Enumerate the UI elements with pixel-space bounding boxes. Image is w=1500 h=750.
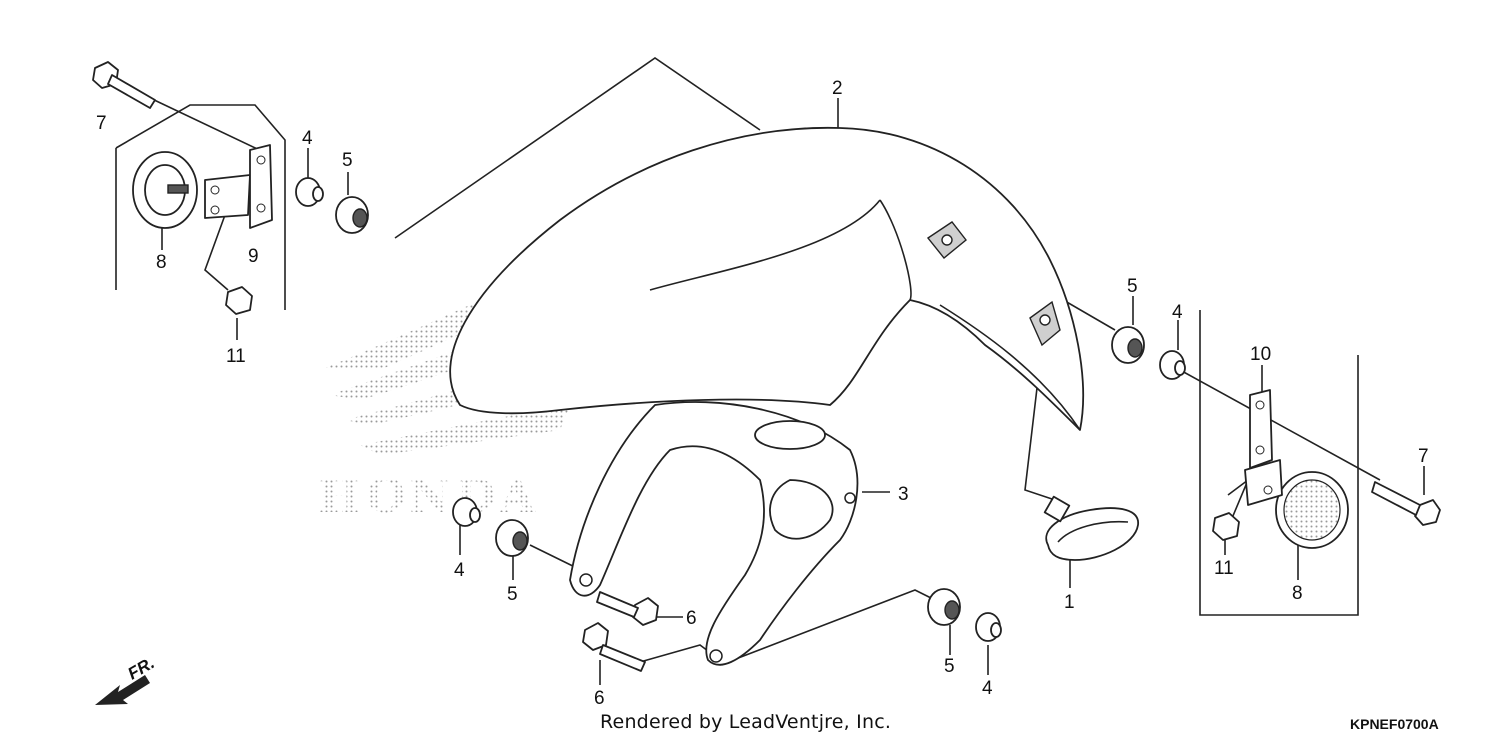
- bolt-6-upper: [596, 591, 659, 626]
- callout-4-right-bottom: 4: [982, 678, 993, 699]
- lower-clip-part: [1043, 495, 1139, 561]
- callout-numbers: 2 7 4 5 8 9 11 5 4 10 7 11 8 3 1 4 5 6 6…: [96, 78, 1429, 709]
- callout-6-lower: 6: [594, 688, 605, 709]
- collar-4-right-top: [1159, 350, 1186, 380]
- left-reflector-assembly: [132, 144, 273, 229]
- right-reflector-assembly: [1244, 389, 1349, 549]
- callout-11-right: 11: [1214, 558, 1234, 579]
- callout-5-left-top: 5: [342, 150, 353, 171]
- callout-7-left: 7: [96, 113, 107, 134]
- grommet-5-right-top: [1111, 326, 1145, 364]
- callout-4-right-top: 4: [1172, 302, 1183, 323]
- bolt-6-lower: [582, 622, 646, 672]
- bolt-7-left: [92, 61, 156, 109]
- front-fender: [449, 126, 1085, 431]
- render-credit: Rendered by LeadVentjre, Inc.: [600, 711, 892, 733]
- front-direction-arrow: FR.: [95, 653, 158, 705]
- callout-10: 10: [1250, 344, 1271, 365]
- collar-4-left-bottom: [452, 497, 481, 527]
- nuts: [225, 286, 1240, 541]
- callout-8-left: 8: [156, 252, 167, 273]
- callout-5-right-bottom: 5: [944, 656, 955, 677]
- callout-4-left-top: 4: [302, 128, 313, 149]
- callout-7-right: 7: [1418, 446, 1429, 467]
- collar-4-left-top: [295, 177, 324, 207]
- leader-lines: [115, 57, 1425, 685]
- fender-stay: [569, 401, 859, 666]
- nut-11-left: [225, 286, 253, 315]
- bolts: [92, 61, 1441, 672]
- collars-and-grommets: [295, 177, 1186, 642]
- callout-11-left: 11: [226, 346, 246, 367]
- callout-2: 2: [832, 78, 843, 99]
- callout-8-right: 8: [1292, 583, 1303, 604]
- fr-direction-label: FR.: [125, 653, 158, 683]
- callout-3: 3: [898, 484, 909, 505]
- bolt-7-right: [1371, 481, 1441, 526]
- honda-watermark-text: HONDA: [318, 469, 539, 523]
- callout-5-left-bottom: 5: [507, 584, 518, 605]
- callout-6-upper: 6: [686, 608, 697, 629]
- grommet-5-left-top: [335, 196, 369, 234]
- callout-5-right-top: 5: [1127, 276, 1138, 297]
- grommet-5-left-bottom: [495, 519, 529, 557]
- grommet-5-right-bottom: [927, 588, 961, 626]
- callout-9: 9: [248, 246, 259, 267]
- nut-11-right: [1212, 512, 1240, 541]
- collar-4-right-bottom: [975, 612, 1002, 642]
- callout-4-left-bottom: 4: [454, 560, 465, 581]
- diagram-code: KPNEF0700A: [1350, 716, 1439, 732]
- callout-1: 1: [1064, 592, 1075, 613]
